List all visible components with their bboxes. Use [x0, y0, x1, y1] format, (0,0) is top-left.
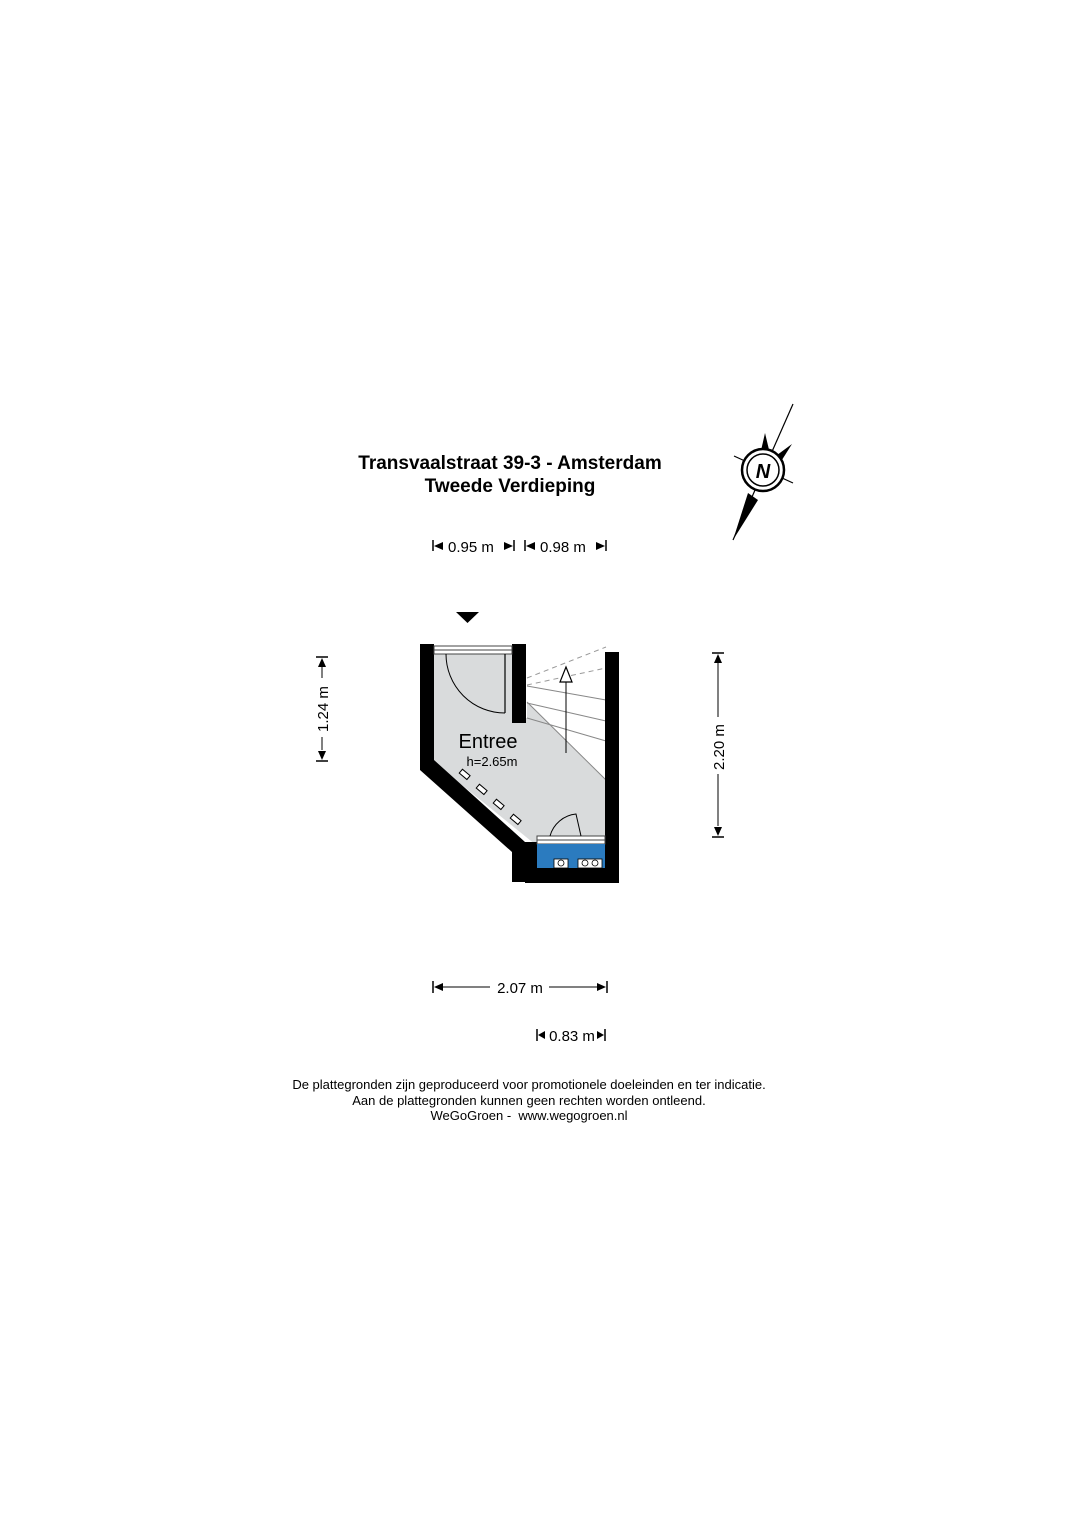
meter-cupboard — [537, 844, 605, 869]
compass-label: N — [756, 461, 771, 483]
dim-bottom-small-label: 0.83 m — [549, 1028, 595, 1045]
staircase — [526, 646, 607, 781]
entrance-door — [433, 645, 513, 714]
radiator-icon — [458, 768, 522, 826]
dimension-left: 1.24 m — [315, 656, 332, 762]
dim-top-left-label: 0.95 m — [448, 539, 494, 556]
dim-bottom-label: 2.07 m — [497, 980, 543, 997]
disclaimer: De plattegronden zijn geproduceerd voor … — [200, 1077, 858, 1124]
address-title: Transvaalstraat 39-3 - Amsterdam — [358, 453, 662, 474]
room-height: h=2.65m — [467, 754, 518, 769]
dimension-bottom-small: 0.83 m — [536, 1028, 606, 1045]
dimension-top: 0.95 m 0.98 m — [432, 539, 607, 556]
dimension-bottom: 2.07 m — [432, 980, 608, 997]
floor-title: Tweede Verdieping — [424, 476, 596, 497]
dim-top-right-label: 0.98 m — [540, 539, 586, 556]
dim-right-label: 2.20 m — [711, 724, 728, 770]
room-name: Entree — [459, 731, 518, 753]
dimension-right: 2.20 m — [711, 652, 728, 838]
disclaimer-line-2: Aan de plattegronden kunnen geen rechten… — [352, 1092, 706, 1108]
walls — [420, 644, 619, 883]
title-block: Transvaalstraat 39-3 - Amsterdam Tweede … — [300, 452, 720, 498]
disclaimer-line-1: De plattegronden zijn geproduceerd voor … — [292, 1077, 766, 1092]
entree-floor — [431, 652, 606, 845]
compass-icon: N — [732, 403, 794, 541]
disclaimer-line-3: WeGoGroen - www.wegogroen.nl — [430, 1108, 628, 1123]
dim-left-label: 1.24 m — [315, 686, 332, 732]
entry-marker-icon — [456, 612, 479, 623]
